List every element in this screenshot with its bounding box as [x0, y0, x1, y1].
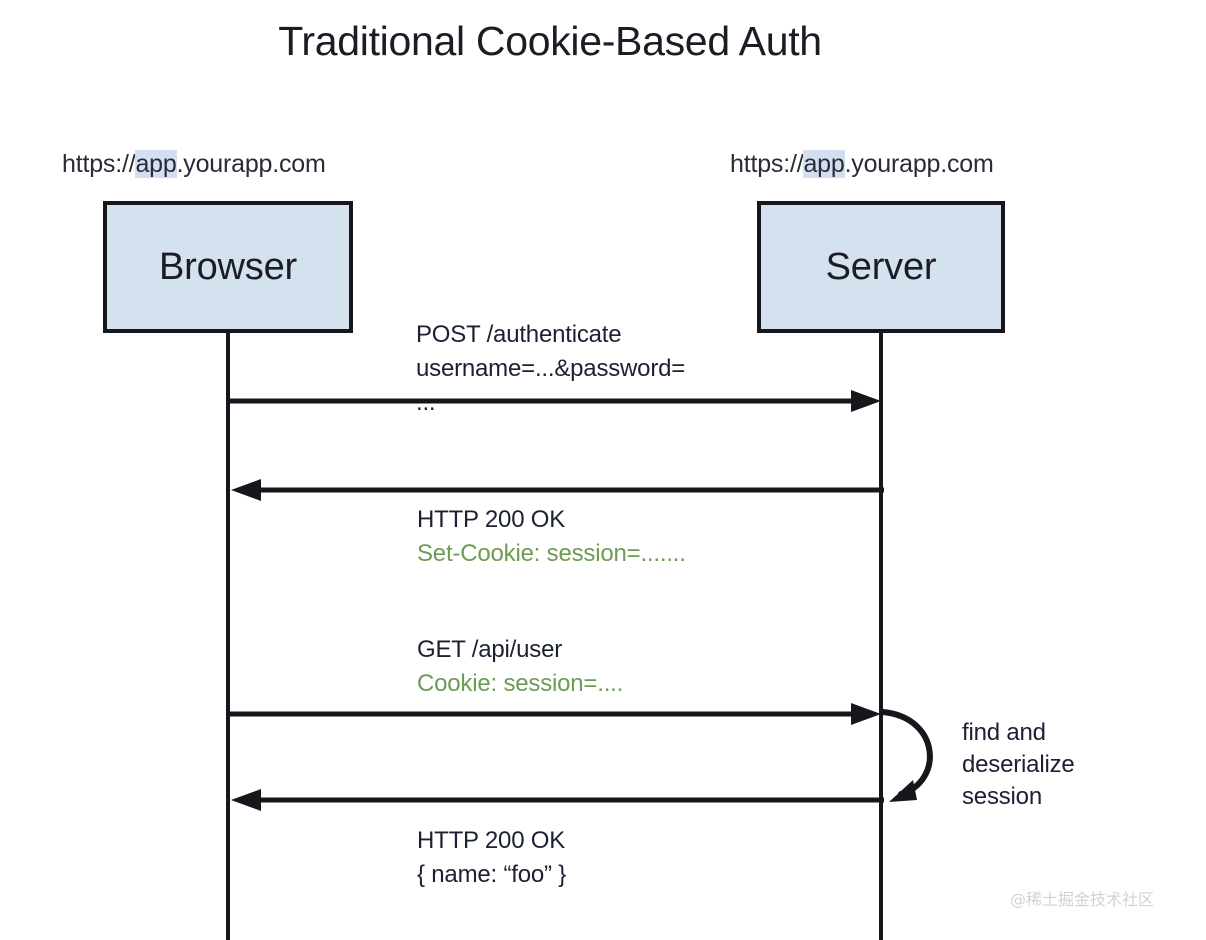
server-url-prefix: https://: [730, 150, 804, 178]
lifeline-server: [879, 333, 883, 940]
participant-box-browser: Browser: [103, 201, 353, 333]
page-title: Traditional Cookie-Based Auth: [278, 18, 822, 64]
browser-url-prefix: https://: [62, 150, 136, 178]
self-message-line: find and: [962, 719, 1046, 746]
self-message-label-find-session: find and deserialize session: [962, 717, 1075, 813]
server-url-highlight: app: [803, 150, 845, 178]
participant-box-server: Server: [757, 201, 1005, 333]
server-endpoint-url: https://app.yourapp.com: [730, 150, 994, 179]
self-message-arc-find-session: [879, 700, 969, 810]
message-line: POST /authenticate: [416, 321, 622, 348]
message-arrow-response-user-json: [226, 789, 886, 811]
message-arrow-get-api-user: [226, 703, 886, 725]
watermark: @稀土掘金技术社区: [1010, 890, 1155, 909]
message-line: HTTP 200 OK: [417, 506, 566, 533]
participant-label-browser: Browser: [159, 245, 297, 288]
browser-url-highlight: app: [135, 150, 177, 178]
message-label-response-user-json: HTTP 200 OK { name: “foo” }: [417, 824, 566, 892]
message-line: GET /api/user: [417, 636, 563, 663]
message-line: { name: “foo” }: [417, 861, 567, 888]
message-line: HTTP 200 OK: [417, 827, 566, 854]
message-line-cookie: Set-Cookie: session=.......: [417, 540, 686, 567]
message-line-cookie: Cookie: session=....: [417, 670, 624, 697]
message-arrow-post-authenticate: [226, 390, 886, 412]
message-label-get-api-user: GET /api/user Cookie: session=....: [417, 633, 623, 701]
server-url-suffix: .yourapp.com: [844, 150, 994, 178]
browser-endpoint-url: https://app.yourapp.com: [62, 150, 326, 179]
message-arrow-response-set-cookie: [226, 479, 886, 501]
message-label-post-authenticate: POST /authenticate username=...&password…: [416, 318, 685, 386]
self-message-line: deserialize: [962, 751, 1075, 778]
lifeline-browser: [226, 333, 230, 940]
browser-url-suffix: .yourapp.com: [176, 150, 326, 178]
participant-label-server: Server: [825, 245, 937, 288]
message-line: username=...&password=: [416, 355, 686, 382]
self-message-line: session: [962, 783, 1042, 810]
message-label-response-set-cookie: HTTP 200 OK Set-Cookie: session=.......: [417, 503, 686, 571]
